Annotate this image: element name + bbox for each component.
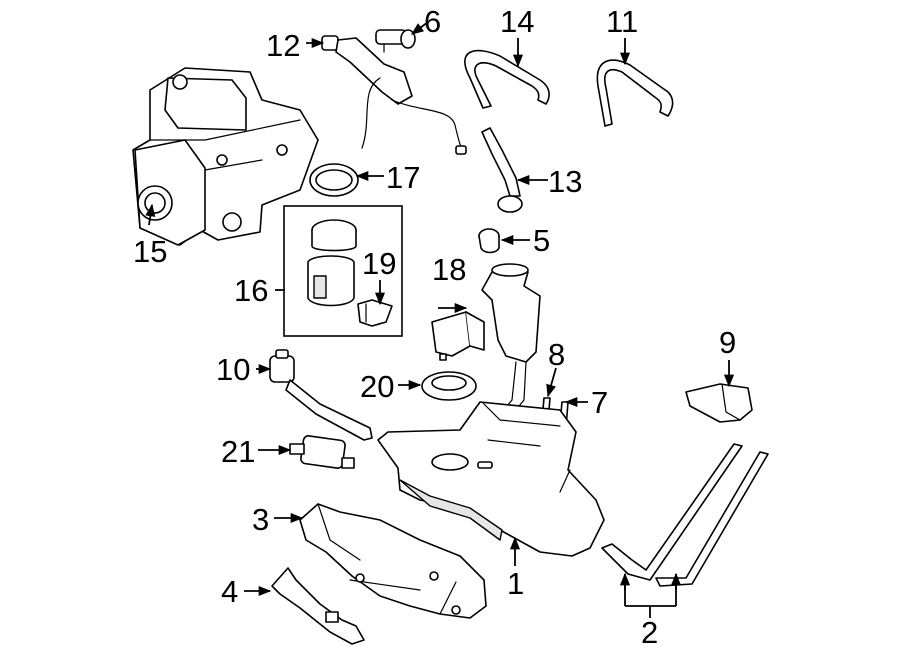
callout-16: 16 (234, 273, 268, 308)
filler-neck-part (481, 263, 541, 413)
cap-part (478, 228, 500, 254)
injection-pump-part (132, 67, 319, 246)
callout-9: 9 (719, 325, 736, 360)
sensor-part (375, 29, 416, 53)
seal-ring-part (309, 163, 359, 197)
heat-shield-part (299, 503, 487, 619)
callout-6: 6 (424, 4, 441, 39)
callout-21: 21 (221, 434, 255, 469)
callout-4: 4 (221, 574, 238, 609)
callout-8: 8 (548, 337, 565, 372)
callout-11: 11 (606, 4, 638, 39)
callout-20: 20 (360, 369, 394, 404)
callout-7: 7 (591, 385, 608, 420)
hose-13-part (481, 127, 523, 213)
gasket-part (421, 371, 477, 401)
fuel-return-line-part (321, 35, 467, 155)
callout-19: 19 (362, 246, 396, 281)
callout-15: 15 (133, 234, 167, 269)
callout-14: 14 (500, 4, 534, 39)
callout-3: 3 (252, 502, 269, 537)
callout-2: 2 (641, 615, 658, 650)
callout-18: 18 (432, 252, 466, 287)
callout-5: 5 (533, 223, 550, 258)
bracket-part (431, 311, 485, 361)
valve-10-part (269, 349, 373, 441)
fuel-pump-module-box (283, 205, 403, 337)
clip-9-part (685, 383, 753, 423)
fuel-filter-part (289, 435, 355, 469)
callout-13: 13 (548, 164, 582, 199)
callout-12: 12 (266, 28, 300, 63)
tank-straps-part (601, 443, 769, 587)
callout-10: 10 (216, 352, 250, 387)
hose-14-part (464, 49, 550, 109)
leader-lines (145, 21, 735, 618)
callout-17: 17 (386, 160, 420, 195)
bracket-4-part (271, 567, 365, 645)
hose-11-part (596, 59, 674, 127)
callout-1: 1 (507, 566, 524, 601)
fuel-tank-part (377, 401, 605, 557)
